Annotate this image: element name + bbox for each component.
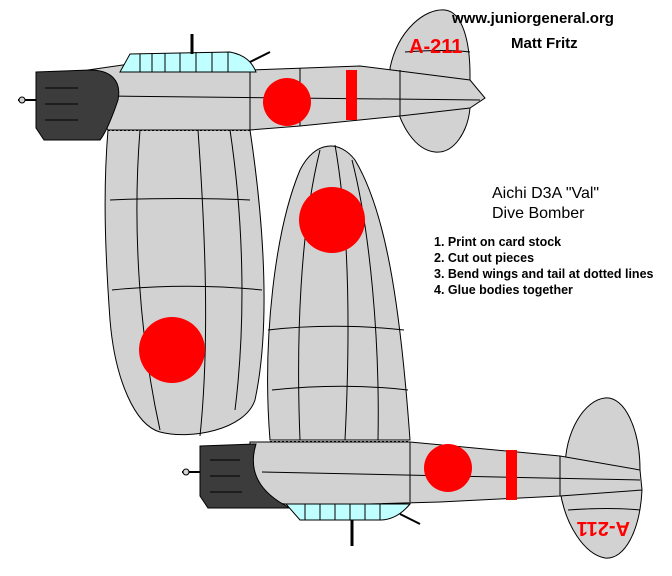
hinomaru-fuselage-bottom bbox=[424, 444, 472, 492]
stabilizer-bottom bbox=[564, 397, 641, 471]
website-credit: www.juniorgeneral.org bbox=[452, 10, 614, 27]
hinomaru-wing-bottom bbox=[299, 187, 365, 253]
instruction-step: 1. Print on card stock bbox=[434, 235, 562, 249]
tail-code-bottom: A-211 bbox=[577, 517, 630, 539]
tail-code-top: A-211 bbox=[409, 36, 462, 58]
fuselage-top: A-211 bbox=[18, 9, 486, 437]
instruction-step: 4. Glue bodies together bbox=[434, 283, 573, 297]
hinomaru-wing-top bbox=[139, 317, 205, 383]
model-title: Aichi D3A "Val" Dive Bomber bbox=[492, 184, 599, 224]
fuselage-bottom: A-211 bbox=[182, 144, 643, 559]
model-title-type: Dive Bomber bbox=[492, 205, 585, 222]
cowling-top bbox=[35, 69, 120, 141]
tail-fin-bottom bbox=[559, 489, 643, 559]
author-credit: Matt Fritz bbox=[511, 35, 578, 52]
tail-band-bottom bbox=[506, 450, 517, 500]
wing-top bbox=[104, 129, 265, 436]
model-title-name: Aichi D3A "Val" bbox=[492, 185, 600, 202]
hinomaru-fuselage-top bbox=[263, 78, 311, 126]
instruction-step: 3. Bend wings and tail at dotted lines bbox=[434, 267, 654, 281]
tail-band-top bbox=[346, 70, 357, 120]
canopy-top bbox=[119, 51, 257, 73]
assembly-instructions: 1. Print on card stock 2. Cut out pieces… bbox=[434, 234, 664, 298]
instruction-step: 2. Cut out pieces bbox=[434, 251, 535, 265]
